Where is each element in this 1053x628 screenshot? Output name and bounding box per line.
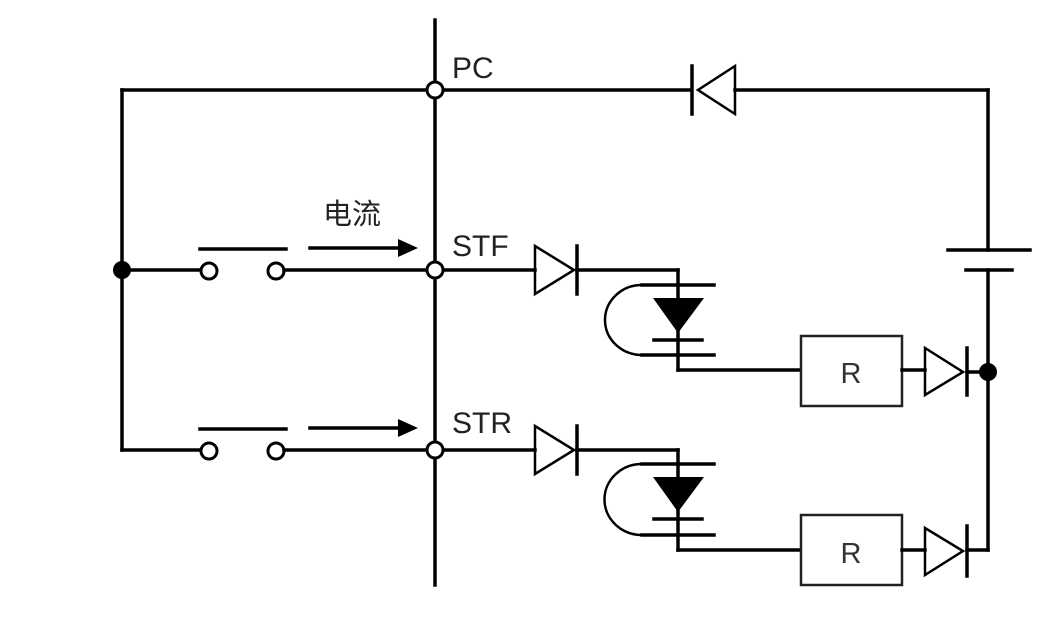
current-arrow-str: [308, 419, 418, 437]
battery-icon: [946, 248, 1032, 272]
resistor-1-label: R: [841, 358, 862, 390]
stf-label: STF: [452, 230, 509, 263]
resistor-2: R: [799, 513, 904, 587]
resistor-1: R: [799, 334, 904, 408]
current-label: 电流: [323, 197, 381, 231]
out-diode-2-icon: [923, 524, 969, 578]
resistor-2-label: R: [841, 538, 862, 570]
str-terminal: [425, 440, 445, 460]
str-diode-icon: [533, 423, 579, 477]
pc-label: PC: [452, 52, 494, 85]
stf-switch[interactable]: [198, 247, 288, 281]
out-diode-1-icon: [923, 345, 969, 398]
stf-terminal: [425, 260, 445, 280]
str-photocoupler-icon: [603, 448, 716, 552]
junction-node-left: [113, 261, 131, 279]
current-arrow-stf: [308, 239, 418, 257]
str-switch[interactable]: [198, 427, 288, 461]
pc-diode-icon: [690, 63, 737, 117]
junction-node-right: [979, 363, 997, 381]
str-label: STR: [452, 407, 512, 440]
stf-photocoupler-icon: [603, 268, 716, 372]
pc-terminal: [425, 80, 445, 100]
stf-diode-icon: [533, 243, 579, 297]
